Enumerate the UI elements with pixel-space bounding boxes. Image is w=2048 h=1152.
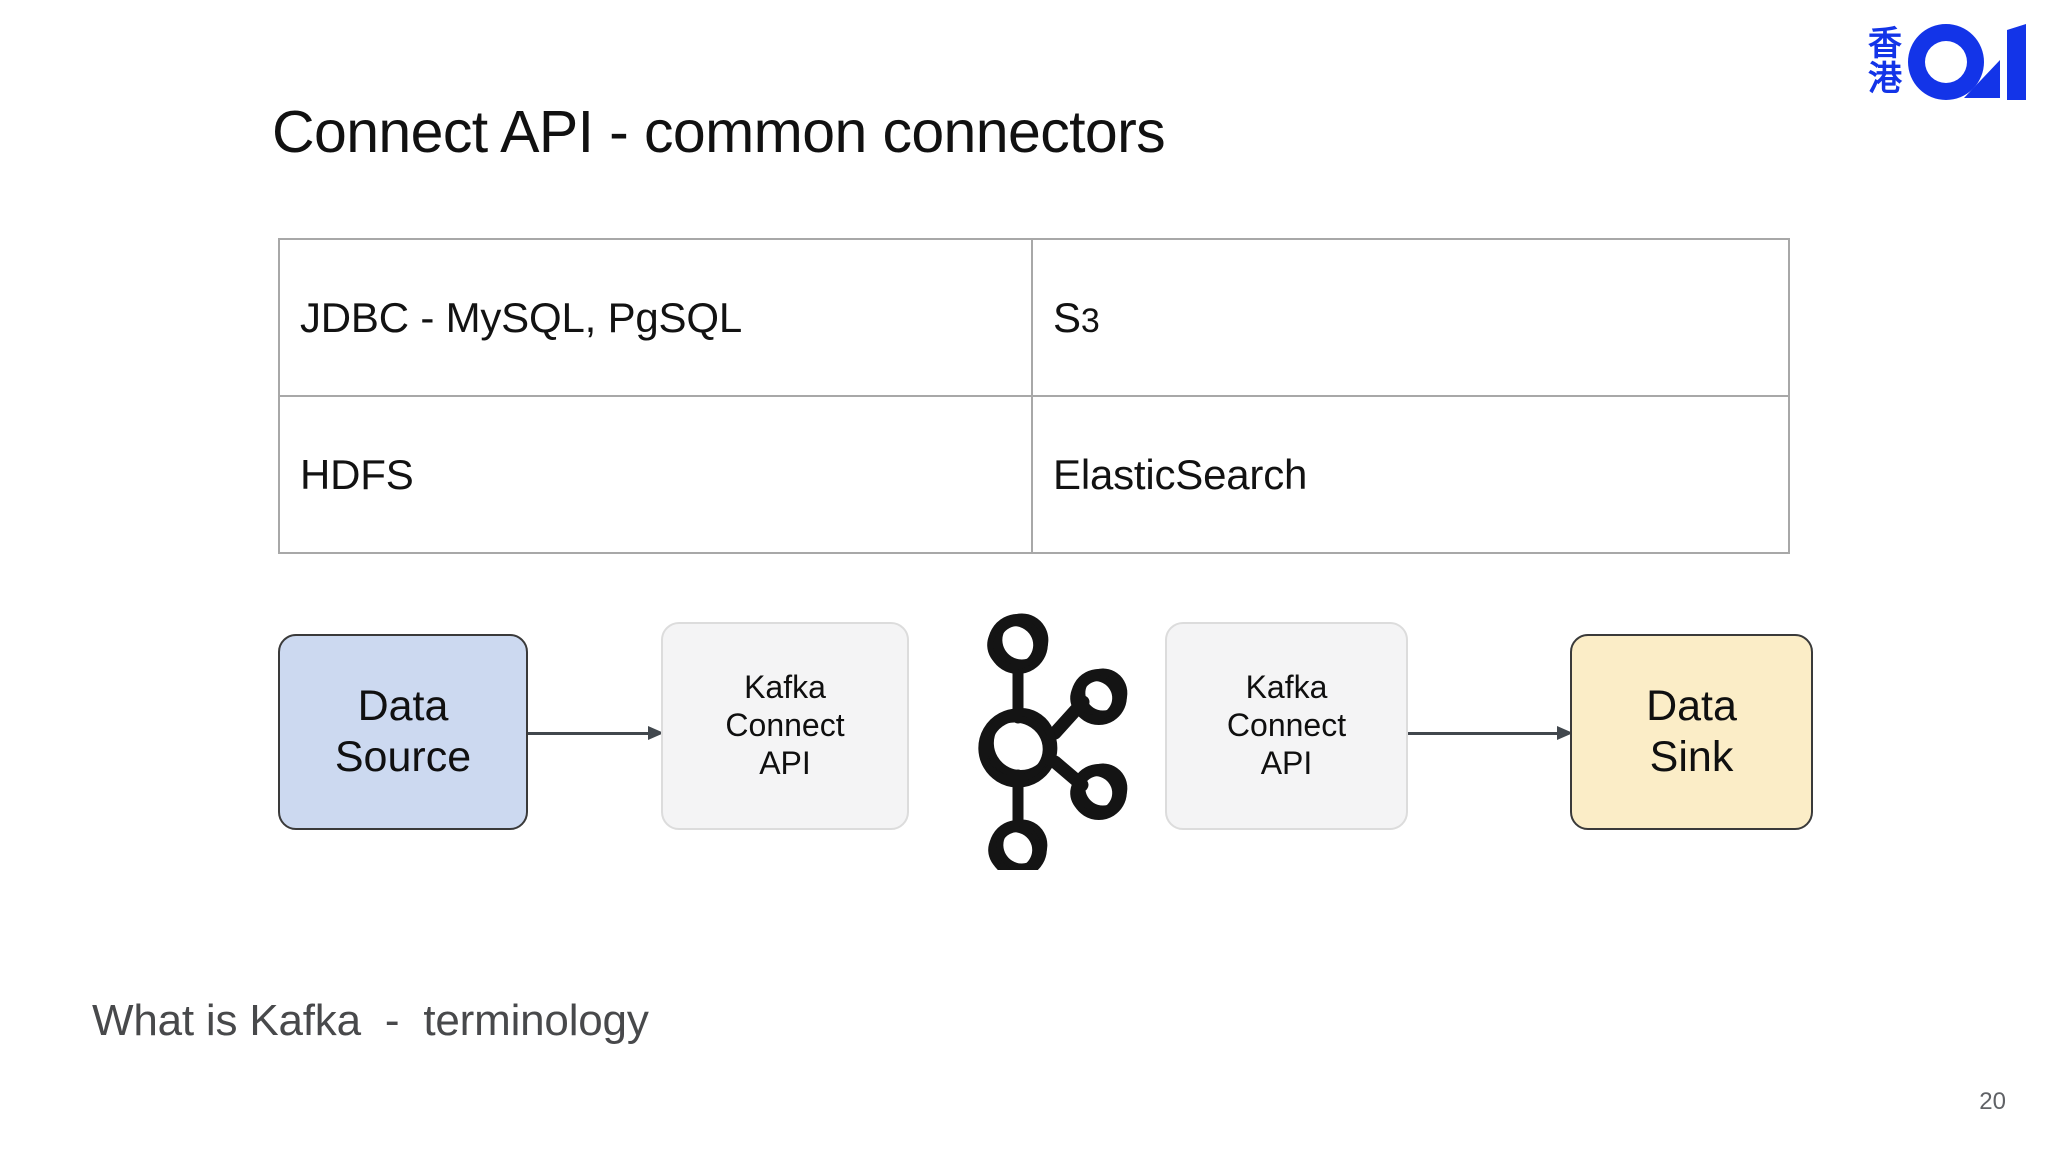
node-data-source-line2: Source: [334, 733, 472, 781]
cell-text-s: S: [1053, 293, 1081, 341]
node-data-sink: Data Sink: [1570, 634, 1813, 830]
node-connect-source-line1: Kafka: [744, 669, 826, 706]
node-connect-source-line3: API: [759, 744, 811, 781]
node-connect-sink-line1: Kafka: [1245, 669, 1328, 706]
cell-source-connector-hdfs: HDFS: [278, 395, 1033, 554]
node-data-sink-line2: Sink: [1649, 733, 1734, 781]
node-connect-sink-line2: Connect: [1226, 707, 1347, 744]
table-row: HDFS ElasticSearch: [278, 395, 1790, 554]
cell-sink-connector-elasticsearch: ElasticSearch: [1031, 395, 1790, 554]
node-kafka-connect-api-sink-label: Kafka Connect API: [1227, 669, 1346, 782]
footer-note: What is Kafka - terminology: [92, 996, 649, 1045]
cell-source-connector-jdbc: JDBC - MySQL, PgSQL: [278, 238, 1033, 397]
kafka-connect-flow-diagram: Data Source Kafka Connect API: [0, 600, 2048, 880]
kafka-logo-icon: [978, 613, 1128, 870]
node-connect-source-line2: Connect: [725, 707, 845, 744]
logo-01-mark: [1908, 24, 2026, 100]
cell-text-3: 3: [1080, 301, 1100, 340]
node-connect-sink-line3: API: [1260, 744, 1313, 781]
logo-cjk-text: 香 港: [1868, 27, 1902, 96]
arrow-connect-to-sink: [1408, 722, 1573, 744]
page-title: Connect API - common connectors: [272, 99, 1166, 165]
arrow-head-icon: [1557, 725, 1573, 740]
arrow-head-icon: [648, 725, 664, 740]
arrow-source-to-connect: [528, 722, 664, 744]
arrow-shaft: [1408, 732, 1559, 735]
logo-cjk-char-2: 港: [1868, 59, 1902, 99]
cell-sink-connector-s3: S3: [1031, 238, 1790, 397]
table-row: JDBC - MySQL, PgSQL S3: [278, 238, 1790, 397]
node-kafka-connect-api-source-label: Kafka Connect API: [725, 669, 844, 782]
arrow-shaft: [528, 732, 650, 735]
page-number: 20: [1979, 1088, 2006, 1115]
node-data-sink-line1: Data: [1646, 682, 1737, 731]
node-data-source-line1: Data: [357, 682, 449, 731]
logo-cjk-char-1: 香: [1868, 24, 1902, 65]
node-kafka-connect-api-sink: Kafka Connect API: [1165, 622, 1408, 830]
connectors-table: JDBC - MySQL, PgSQL S3 HDFS ElasticSearc…: [278, 238, 1790, 554]
node-data-source-label: Data Source: [335, 681, 471, 782]
hk01-logo: 香 港: [1832, 18, 2032, 106]
node-data-sink-label: Data Sink: [1646, 681, 1737, 782]
node-kafka-connect-api-source: Kafka Connect API: [661, 622, 909, 830]
node-data-source: Data Source: [278, 634, 528, 830]
